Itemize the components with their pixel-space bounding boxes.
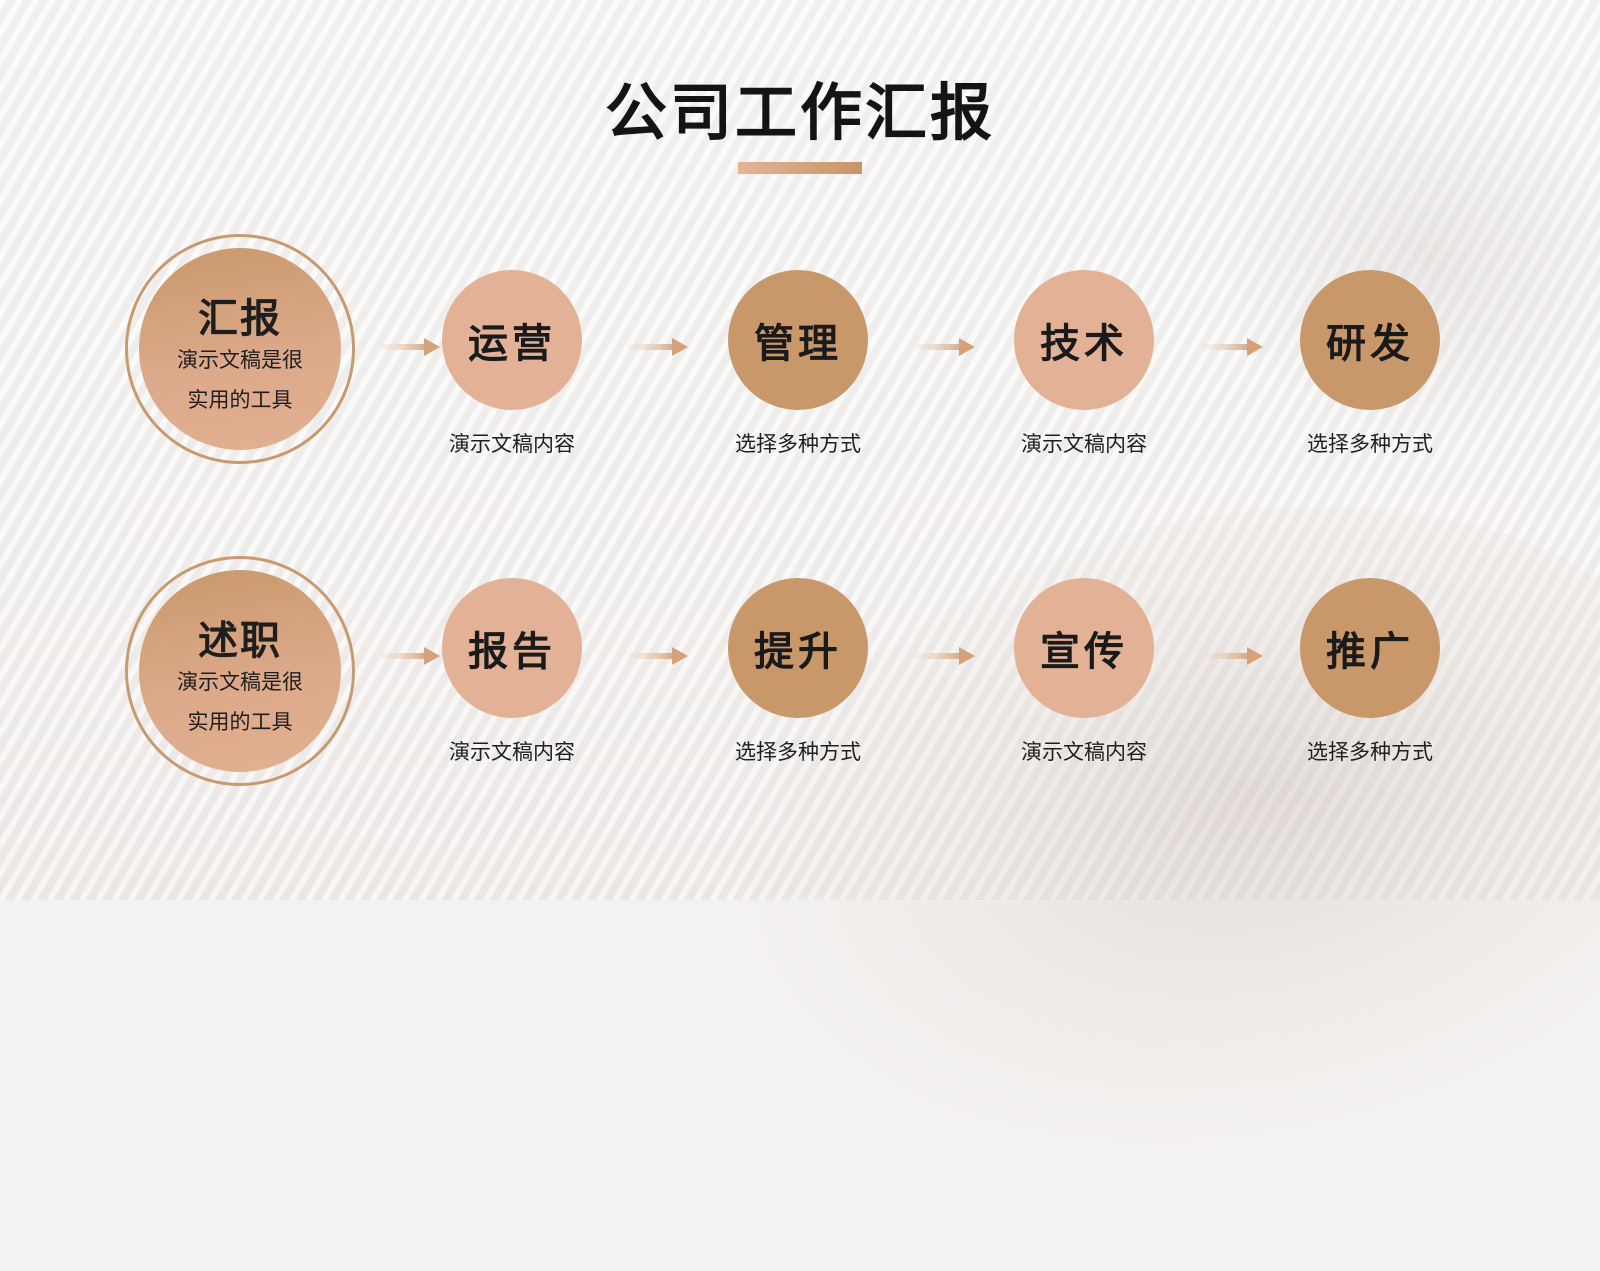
flow-node: 技术 xyxy=(1014,270,1154,410)
title-underline xyxy=(738,162,862,174)
arrow-icon xyxy=(628,338,688,356)
hub-description-line-2: 实用的工具 xyxy=(187,388,293,412)
hub-description-line-1: 演示文稿是很 xyxy=(177,348,303,372)
flow-node-description: 演示文稿内容 xyxy=(449,432,575,456)
flow-node-description: 演示文稿内容 xyxy=(1021,432,1147,456)
flow-node-description: 选择多种方式 xyxy=(1307,740,1433,764)
flow-node-label: 宣传 xyxy=(1040,629,1128,675)
flow-node-description: 演示文稿内容 xyxy=(449,740,575,764)
flow-node: 研发 xyxy=(1300,270,1440,410)
hub-description: 演示文稿是很 实用的工具 xyxy=(160,340,320,420)
hub-description: 演示文稿是很 实用的工具 xyxy=(160,662,320,742)
flow-node-label: 研发 xyxy=(1326,321,1414,367)
hub-circle xyxy=(139,570,341,772)
arrow-icon xyxy=(380,647,440,665)
hub-ring xyxy=(125,234,355,464)
flow-node-description: 演示文稿内容 xyxy=(1021,740,1147,764)
arrow-icon xyxy=(915,647,975,665)
flow-node-description: 选择多种方式 xyxy=(735,432,861,456)
hub-ring xyxy=(125,556,355,786)
flow-node: 报告 xyxy=(442,578,582,718)
flow-node: 运营 xyxy=(442,270,582,410)
flow-node: 管理 xyxy=(728,270,868,410)
flow-node-label: 报告 xyxy=(468,629,556,675)
flow-node-description: 选择多种方式 xyxy=(735,740,861,764)
flow-row-2: 述职 演示文稿是很 实用的工具 报告 演示文稿内容 提升 选择多种方式 宣传 演… xyxy=(0,556,1600,816)
arrow-icon xyxy=(1203,338,1263,356)
arrow-icon xyxy=(1203,647,1263,665)
hub-title: 汇报 xyxy=(198,296,282,342)
hub-circle xyxy=(139,248,341,450)
arrow-icon xyxy=(915,338,975,356)
flow-node: 提升 xyxy=(728,578,868,718)
flow-node-description: 选择多种方式 xyxy=(1307,432,1433,456)
flow-row-1: 汇报 演示文稿是很 实用的工具 运营 演示文稿内容 管理 选择多种方式 技术 演… xyxy=(0,234,1600,494)
page-title: 公司工作汇报 xyxy=(604,76,995,149)
flow-node-label: 推广 xyxy=(1326,629,1414,675)
hub-title: 述职 xyxy=(198,618,282,664)
arrow-icon xyxy=(380,338,440,356)
hub-description-line-1: 演示文稿是很 xyxy=(177,670,303,694)
arrow-icon xyxy=(628,647,688,665)
flow-node-label: 提升 xyxy=(754,629,842,675)
flow-node: 推广 xyxy=(1300,578,1440,718)
flow-node-label: 运营 xyxy=(468,321,556,367)
flow-node: 宣传 xyxy=(1014,578,1154,718)
flow-node-label: 管理 xyxy=(754,321,842,367)
flow-node-label: 技术 xyxy=(1040,321,1128,367)
hub-description-line-2: 实用的工具 xyxy=(187,710,293,734)
